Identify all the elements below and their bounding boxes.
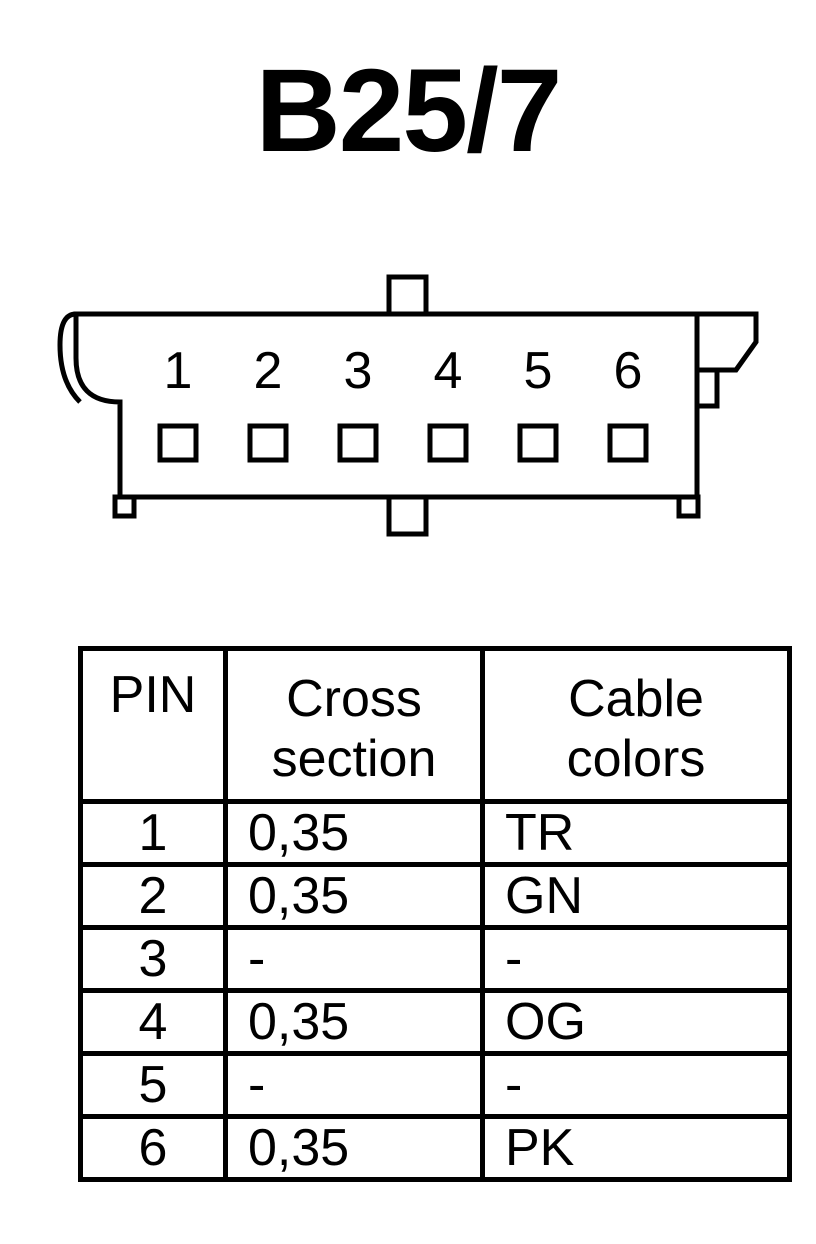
header-cable-colors: Cable colors: [480, 646, 792, 804]
header-cable-colors-line2: colors: [566, 730, 706, 788]
table-header-row: PIN Cross section Cable colors: [78, 646, 792, 804]
header-cross-section-line1: Cross: [286, 670, 422, 728]
pin-number-label: 3: [344, 342, 373, 400]
table-row: 3 - -: [78, 925, 792, 993]
pin-cell: 3: [78, 925, 228, 993]
pin-number-label: 2: [254, 342, 283, 400]
cross-section-cell: -: [223, 925, 485, 993]
pin-number-label: 6: [614, 342, 643, 400]
table-row: 2 0,35 GN: [78, 862, 792, 930]
header-cross-section: Cross section: [223, 646, 485, 804]
cross-section-cell: 0,35: [223, 988, 485, 1056]
right-foot: [676, 494, 701, 519]
pin-contact: [607, 423, 649, 463]
pin-contact: [517, 423, 559, 463]
pin-cell: 4: [78, 988, 228, 1056]
cable-color-cell: PK: [480, 1114, 792, 1182]
top-key-tab: [386, 274, 429, 317]
cable-color-cell: GN: [480, 862, 792, 930]
table-row: 6 0,35 PK: [78, 1114, 792, 1182]
pin-contact: [427, 423, 469, 463]
table-row: 1 0,35 TR: [78, 799, 792, 867]
connector-title: B25/7: [255, 45, 563, 177]
pin-contact: [157, 423, 199, 463]
header-pin-label: PIN: [109, 666, 197, 724]
table-row: 5 - -: [78, 1051, 792, 1119]
header-cable-colors-line1: Cable: [568, 670, 704, 728]
cross-section-cell: 0,35: [223, 862, 485, 930]
cable-color-cell: -: [480, 1051, 792, 1119]
right-latch: [697, 311, 759, 373]
pin-number-label: 4: [434, 342, 463, 400]
pin-contact: [247, 423, 289, 463]
connector-diagram: 1 2 3 4 5 6: [57, 274, 759, 537]
header-pin: PIN: [78, 646, 228, 804]
pin-table: PIN Cross section Cable colors 1 0,35 TR…: [78, 646, 792, 1182]
pin-number-label: 5: [524, 342, 553, 400]
table-row: 4 0,35 OG: [78, 988, 792, 1056]
pin-cell: 5: [78, 1051, 228, 1119]
cross-section-cell: -: [223, 1051, 485, 1119]
pin-cell: 6: [78, 1114, 228, 1182]
pin-cell: 1: [78, 799, 228, 867]
cable-color-cell: OG: [480, 988, 792, 1056]
cable-color-cell: TR: [480, 799, 792, 867]
bottom-key-tab: [386, 494, 429, 537]
left-foot: [112, 494, 137, 519]
pin-number-label: 1: [164, 342, 193, 400]
pin-cell: 2: [78, 862, 228, 930]
left-latch: [57, 311, 82, 404]
cable-color-cell: -: [480, 925, 792, 993]
header-cross-section-line2: section: [271, 730, 437, 788]
connector-housing: [73, 311, 700, 500]
pin-contact: [337, 423, 379, 463]
right-latch-stub: [694, 367, 720, 409]
cross-section-cell: 0,35: [223, 1114, 485, 1182]
cross-section-cell: 0,35: [223, 799, 485, 867]
